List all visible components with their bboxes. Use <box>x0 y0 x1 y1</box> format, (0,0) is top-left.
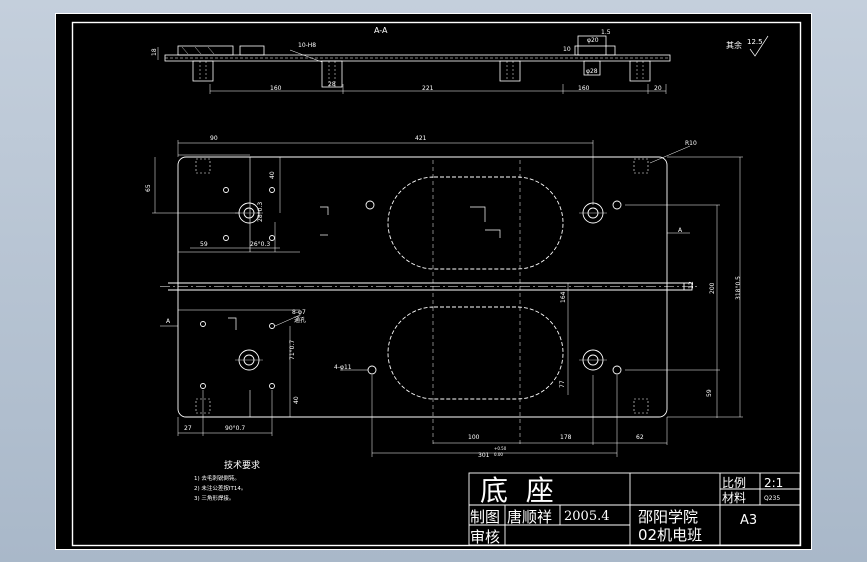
section-dims: 160 221 160 20 10-H8 28 18 1.5 φ28 10 φ2… <box>151 29 662 92</box>
outer-border <box>55 13 812 550</box>
roughness-value: 12.5 <box>747 38 763 46</box>
dim-1-5: 1.5 <box>601 29 611 36</box>
roughness-symbol <box>749 35 769 57</box>
title-block-text: 底 座 比例 2:1 材料 Q235 制图 唐顺祥 2005.4 审核 邵阳学院… <box>470 474 783 546</box>
dim-100: 100 <box>468 434 480 441</box>
dim-59-b: 59 <box>706 389 713 397</box>
dim-10: 10 <box>563 46 571 53</box>
dim-90: 90 <box>210 135 218 142</box>
note-8-holes: 8-φ7 <box>292 309 306 316</box>
dim-62: 62 <box>636 434 644 441</box>
tech-requirements: 技术要求 1) 去毛刺锐倒钝。 2) 未注公差按IT14。 3) 三角形焊接。 <box>194 459 260 502</box>
scale-label: 比例 <box>722 476 746 490</box>
tech-req-title: 技术要求 <box>224 459 260 471</box>
dim-318-tol: 318°0.5 <box>735 276 742 300</box>
school-name: 邵阳学院 <box>638 508 698 526</box>
dim-20: 20 <box>654 85 662 92</box>
dim-301-tol-lower: 0.00 <box>494 452 503 457</box>
inner-frame <box>71 21 802 547</box>
tech-req-item-3: 3) 三角形焊接。 <box>194 494 234 502</box>
dim-59-a: 59 <box>200 241 208 248</box>
dim-r10: R10 <box>685 140 697 147</box>
dim-178: 178 <box>560 434 572 441</box>
checked-label: 审核 <box>470 528 500 546</box>
dim-77: 77 <box>559 380 566 388</box>
dim-10h8: 10-H8 <box>298 42 316 49</box>
dim-18: 18 <box>151 48 158 56</box>
dim-71-tol: 71°0.7 <box>289 340 296 360</box>
plan-dim-lines <box>152 140 743 457</box>
roughness-label: 其余 <box>726 40 742 50</box>
dim-160-b: 160 <box>578 85 590 92</box>
section-mark-right: A <box>678 227 683 234</box>
dim-90-tol: 90°0.7 <box>225 425 245 432</box>
dim-28: 28 <box>328 81 336 88</box>
section-view: A-A <box>157 26 671 94</box>
section-mark-left: A <box>166 318 171 325</box>
dim-421: 421 <box>415 135 427 142</box>
dim-221: 221 <box>422 85 434 92</box>
part-name: 底 座 <box>480 474 554 507</box>
plan-dims: 90 421 R10 65 40 28°0.3 59 26°0.3 12 200… <box>145 135 742 459</box>
material-value: Q235 <box>764 495 780 502</box>
sheet-size: A3 <box>740 513 757 528</box>
dim-28-tol: 28°0.3 <box>257 202 264 222</box>
drawing-background <box>55 13 812 550</box>
drawing-date: 2005.4 <box>564 509 610 524</box>
dim-40-a: 40 <box>269 171 276 179</box>
dim-26-tol: 26°0.3 <box>250 241 270 248</box>
class-name: 02机电班 <box>638 526 702 544</box>
dim-301-tol-upper: +0.50 <box>494 446 507 451</box>
dim-27: 27 <box>184 425 192 432</box>
dim-40-b: 40 <box>293 396 300 404</box>
drawn-by: 唐顺祥 <box>507 508 552 526</box>
dim-65: 65 <box>145 184 152 192</box>
scale-value: 2:1 <box>764 476 783 490</box>
roughness-note: 其余 12.5 <box>726 35 769 57</box>
note-through-hole: 通孔 <box>294 316 306 324</box>
dim-301: 301 <box>478 452 490 459</box>
dim-164: 164 <box>560 291 567 303</box>
drawn-label: 制图 <box>470 508 500 526</box>
plan-view <box>160 156 700 445</box>
dim-phi28: φ28 <box>586 68 598 75</box>
dim-200: 200 <box>709 282 716 294</box>
dim-12: 12 <box>688 281 695 289</box>
tech-req-item-2: 2) 未注公差按IT14。 <box>194 484 246 492</box>
material-label: 材料 <box>722 491 746 505</box>
dim-160-a: 160 <box>270 85 282 92</box>
title-block <box>468 472 801 546</box>
note-4-holes: 4-φ11 <box>334 364 352 371</box>
dim-phi20: φ20 <box>587 37 599 44</box>
tech-req-item-1: 1) 去毛刺锐倒钝。 <box>194 474 240 482</box>
section-label: A-A <box>374 26 388 35</box>
